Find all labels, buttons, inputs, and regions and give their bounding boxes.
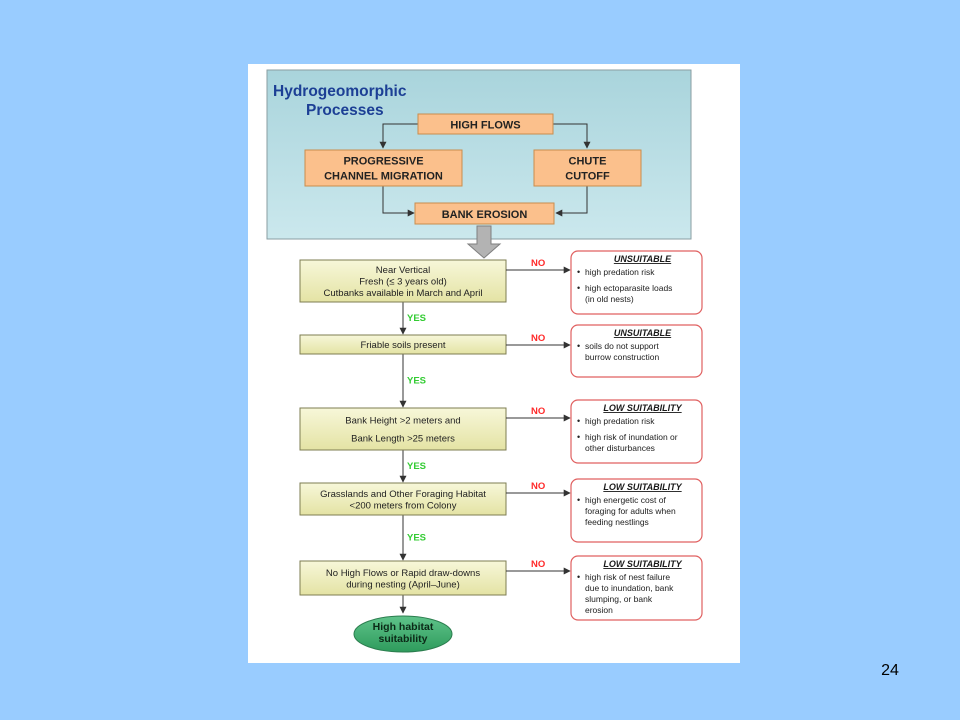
result-label-line2: suitability <box>378 633 427 645</box>
channel-migration-label-line2: CHANNEL MIGRATION <box>324 171 443 183</box>
bullet-icon: • <box>577 283 580 293</box>
decision-text: Near Vertical <box>376 265 430 276</box>
outcome-box: LOW SUITABILITY • high risk of nest failur… <box>570 555 703 621</box>
flowchart-page: Hydrogeomorphic Processes HIGH FLOWS PRO… <box>248 64 740 663</box>
no-label: NO <box>531 333 545 344</box>
outcome-text: high risk of inundation or <box>585 432 678 442</box>
bullet-icon: • <box>577 416 580 426</box>
down-arrow-icon <box>466 225 502 259</box>
process-arrows <box>379 123 591 217</box>
outcome-text: (in old nests) <box>585 294 634 304</box>
outcome-title: LOW SUITABILITY <box>603 403 682 413</box>
no-label: NO <box>531 406 545 417</box>
high-flows-box: HIGH FLOWS <box>417 113 554 135</box>
outcome-text: due to inundation, bank <box>585 583 674 593</box>
outcome-title: UNSUITABLE <box>614 254 672 264</box>
decision-text: Grasslands and Other Foraging Habitat <box>320 489 486 500</box>
yes-label: YES <box>407 313 426 324</box>
outcome-text: high predation risk <box>585 416 655 426</box>
outcome-text: foraging for adults when <box>585 506 676 516</box>
yes-label: YES <box>407 533 426 544</box>
page-number: 24 <box>881 662 899 679</box>
outcome-text: feeding nestlings <box>585 517 649 527</box>
decision-text: Cutbanks available in March and April <box>324 288 483 299</box>
process-title-line1: Hydrogeomorphic <box>273 83 407 100</box>
outcome-text: other disturbances <box>585 443 655 453</box>
outcome-text: erosion <box>585 605 613 615</box>
result-node: High habitat suitability <box>353 615 453 653</box>
no-label: NO <box>531 559 545 570</box>
bullet-icon: • <box>577 432 580 442</box>
no-label: NO <box>531 258 545 269</box>
outcome-text: high risk of nest failure <box>585 572 670 582</box>
outcome-text: burrow construction <box>585 352 659 362</box>
chute-cutoff-label-line2: CUTOFF <box>565 171 610 183</box>
bank-erosion-label: BANK EROSION <box>442 209 528 221</box>
decision-text: No High Flows or Rapid draw-downs <box>326 568 480 579</box>
channel-migration-box: PROGRESSIVE CHANNEL MIGRATION <box>304 149 463 187</box>
chute-cutoff-label-line1: CHUTE <box>569 156 607 168</box>
bullet-icon: • <box>577 267 580 277</box>
decision-text: <200 meters from Colony <box>350 500 457 511</box>
outcome-title: UNSUITABLE <box>614 328 672 338</box>
yes-label: YES <box>407 461 426 472</box>
decision-text: Bank Height >2 meters and <box>345 416 460 427</box>
decision-text: Fresh (≤ 3 years old) <box>359 277 447 288</box>
decision-text: Bank Length >25 meters <box>351 434 455 445</box>
process-title-line2: Processes <box>306 102 384 119</box>
bullet-icon: • <box>577 572 580 582</box>
outcome-box: UNSUITABLE • high predation risk • high ecto… <box>570 250 703 315</box>
outcome-text: soils do not support <box>585 341 659 351</box>
outcome-box: LOW SUITABILITY • high energetic cost offo… <box>570 478 703 543</box>
outcome-text: high ectoparasite loads <box>585 283 672 293</box>
decision-box: No High Flows or Rapid draw-downsduring … <box>299 560 507 596</box>
yes-label: YES <box>407 376 426 387</box>
decision-box: Friable soils present <box>299 334 507 355</box>
bank-erosion-box: BANK EROSION <box>414 202 555 225</box>
decision-text: during nesting (April–June) <box>346 579 460 590</box>
chute-cutoff-box: CHUTE CUTOFF <box>533 149 642 187</box>
bullet-icon: • <box>577 341 580 351</box>
channel-migration-label-line1: PROGRESSIVE <box>343 156 423 168</box>
no-label: NO <box>531 481 545 492</box>
bullet-icon: • <box>577 495 580 505</box>
flowchart-canvas: Hydrogeomorphic Processes HIGH FLOWS PRO… <box>266 69 703 653</box>
high-flows-label: HIGH FLOWS <box>450 120 520 132</box>
decision-text: Friable soils present <box>360 340 445 351</box>
outcome-text: high energetic cost of <box>585 495 666 505</box>
outcome-text: slumping, or bank <box>585 594 653 604</box>
outcome-title: LOW SUITABILITY <box>603 482 682 492</box>
outcome-text: high predation risk <box>585 267 655 277</box>
outcome-title: LOW SUITABILITY <box>603 559 682 569</box>
outcome-box: LOW SUITABILITY • high predation risk • high… <box>570 399 703 464</box>
decision-box: Grasslands and Other Foraging Habitat<20… <box>299 482 507 516</box>
result-label-line1: High habitat <box>373 621 434 633</box>
